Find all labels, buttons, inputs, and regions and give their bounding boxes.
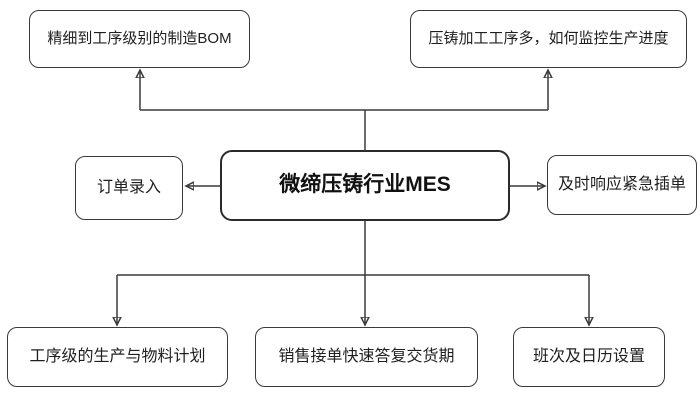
node-monitor-production-progress: 压铸加工工序多，如何监控生产进度	[410, 10, 687, 68]
node-label: 订单录入	[96, 179, 161, 196]
node-label: 及时响应紧急插单	[557, 176, 686, 193]
node-shift-calendar-settings: 班次及日历设置	[513, 327, 665, 387]
connector-bottom-tree	[117, 221, 589, 276]
node-sales-delivery-reply: 销售接单快速答复交货期	[255, 327, 478, 387]
center-node-label: 微缔压铸行业MES	[279, 173, 451, 197]
node-process-production-material-plan: 工序级的生产与物料计划	[7, 327, 228, 387]
node-label: 压铸加工工序多，如何监控生产进度	[428, 29, 669, 47]
node-urgent-order-response: 及时响应紧急插单	[547, 155, 697, 215]
node-manufacturing-bom: 精细到工序级别的制造BOM	[29, 10, 250, 68]
node-label: 工序级的生产与物料计划	[29, 348, 206, 365]
node-label: 销售接单快速答复交货期	[278, 348, 455, 365]
connector-top-tree	[140, 109, 548, 150]
node-label: 班次及日历设置	[532, 348, 645, 365]
node-label: 精细到工序级别的制造BOM	[47, 29, 232, 47]
node-order-entry: 订单录入	[75, 156, 183, 220]
node-center-mes: 微缔压铸行业MES	[220, 150, 510, 221]
